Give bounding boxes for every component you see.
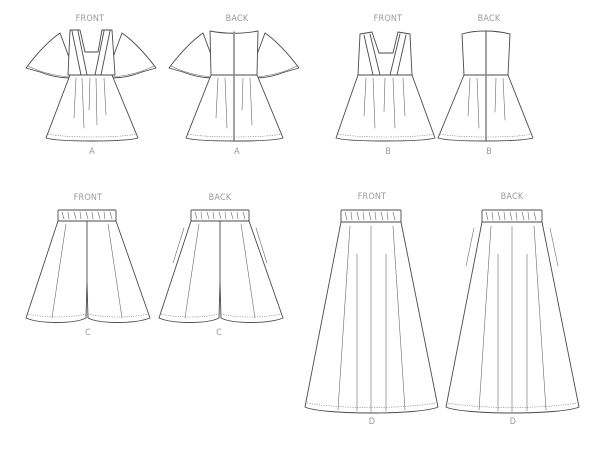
view-letter: B — [486, 147, 492, 157]
view-label: FRONT — [373, 14, 403, 24]
garment-a-front-drawing — [25, 29, 157, 142]
garment-d-back-drawing — [445, 209, 580, 414]
garment-c-front-drawing — [25, 209, 151, 323]
view-label: BACK — [500, 192, 524, 202]
view-label: FRONT — [73, 193, 103, 203]
view-label: FRONT — [357, 192, 387, 202]
view-letter: C — [216, 328, 222, 338]
view-letter: A — [234, 147, 240, 157]
garment-d-front-drawing — [304, 209, 439, 414]
garment-b-front-drawing — [335, 31, 436, 142]
view-letter: B — [385, 147, 391, 157]
garment-b-back-drawing — [437, 30, 534, 142]
view-label: FRONT — [75, 14, 105, 24]
view-label: BACK — [225, 14, 249, 24]
garment-c-back-drawing — [158, 209, 284, 323]
garment-a-back-drawing — [168, 30, 300, 142]
view-letter: D — [509, 417, 517, 427]
view-letter: A — [89, 147, 95, 157]
view-letter: C — [85, 328, 91, 338]
view-letter: D — [368, 417, 376, 427]
view-label: BACK — [208, 193, 232, 203]
view-label: BACK — [477, 14, 501, 24]
